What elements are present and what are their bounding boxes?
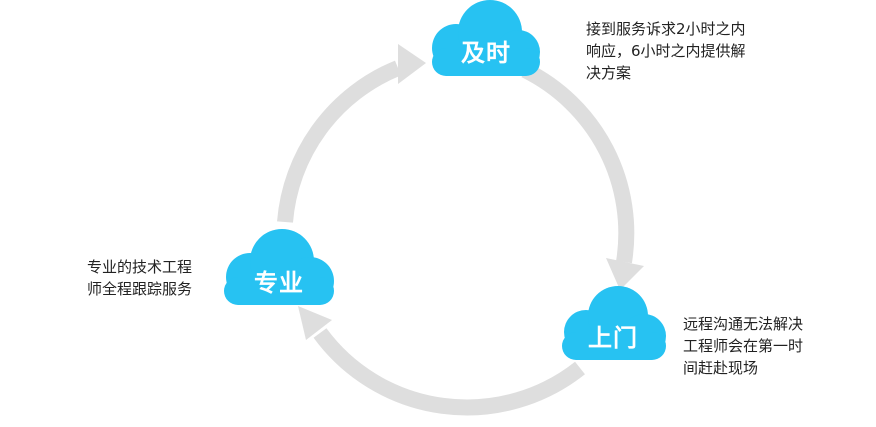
cloud-icon [432,0,540,76]
cloud-professional [224,229,334,305]
node-label-onsite: 上门 [588,324,638,352]
cycle-arrows [277,44,644,416]
cloud-onsite [562,286,666,360]
cloud-icon [224,229,334,305]
arrowhead-professional [298,306,332,340]
description-line: 响应，6小时之内提供解 [586,42,746,60]
description-line: 工程师会在第一时 [683,337,804,355]
arrow-timely-to-onsite [521,62,635,264]
description-line: 远程沟通无法解决 [683,315,804,333]
node-description-timely: 接到服务诉求2小时之内 响应，6小时之内提供解 决方案 [586,18,746,84]
node-label-professional: 专业 [254,269,304,297]
node-description-professional: 专业的技术工程 师全程跟踪服务 [87,256,192,300]
arrowhead-timely [398,44,426,84]
description-line: 接到服务诉求2小时之内 [586,20,746,38]
cloud-timely [432,0,540,76]
description-line: 师全程跟踪服务 [87,280,193,298]
description-line: 间赶赴现场 [683,359,759,377]
arrow-onsite-to-professional [313,328,585,416]
cloud-icon [562,286,666,360]
arrowhead-onsite [606,258,644,290]
node-description-onsite: 远程沟通无法解决 工程师会在第一时 间赶赴现场 [683,313,803,379]
description-line: 专业的技术工程 [87,258,193,276]
description-line: 决方案 [586,64,632,82]
node-label-timely: 及时 [461,39,511,67]
arrow-professional-to-timely [277,60,402,223]
